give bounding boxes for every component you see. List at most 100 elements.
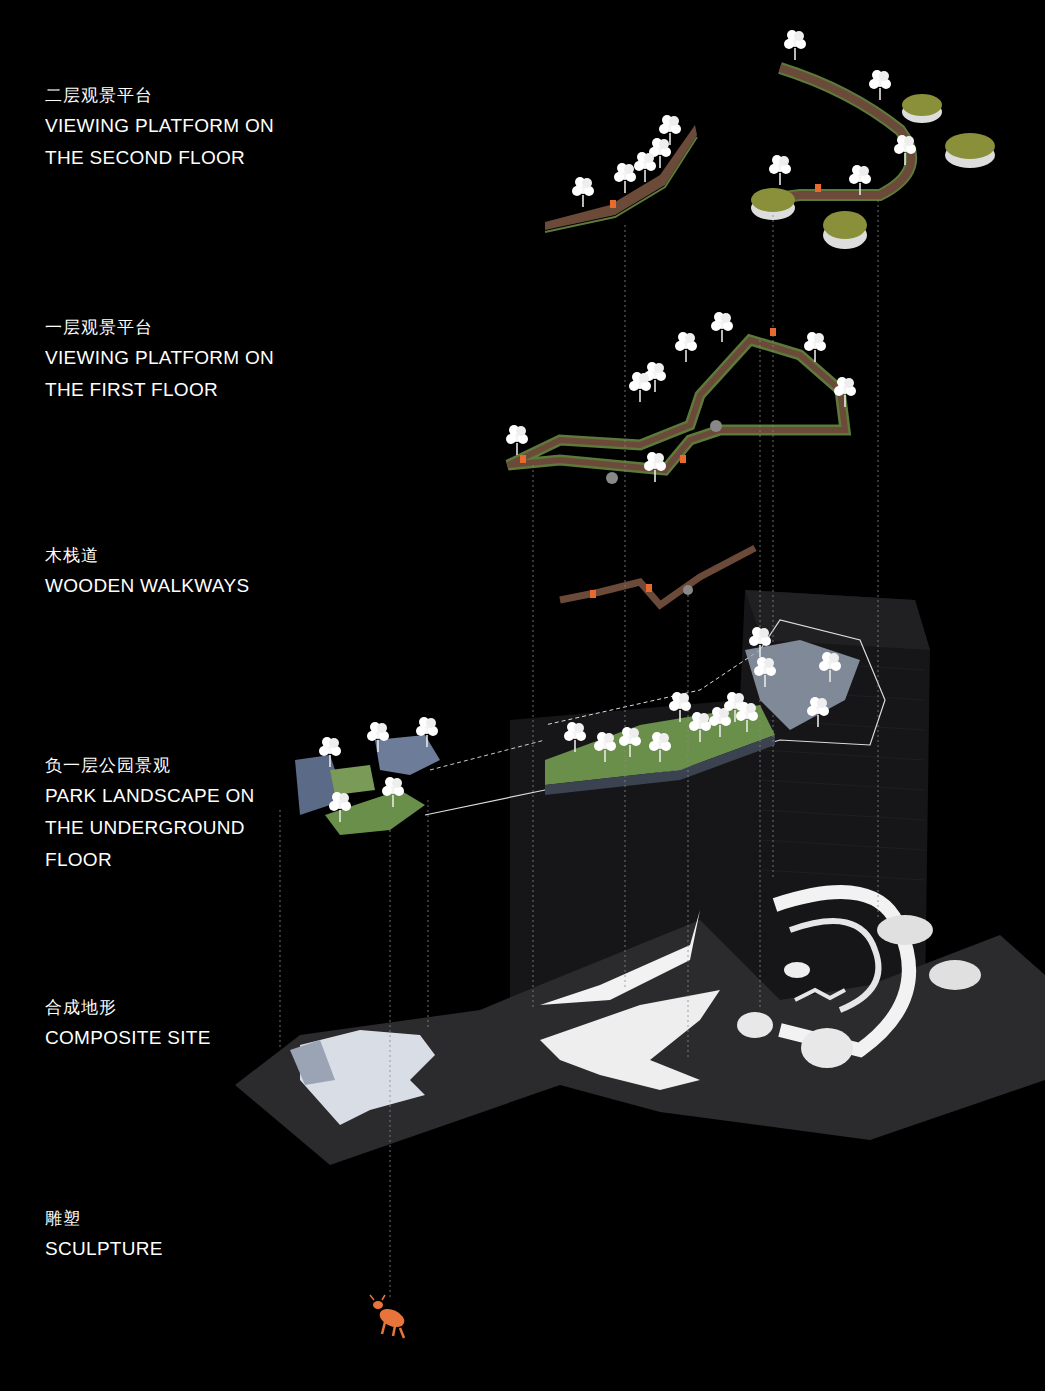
pavilion <box>606 472 618 484</box>
site-ring-path <box>775 892 909 1050</box>
tree <box>711 312 733 342</box>
bull-horns <box>370 1295 385 1300</box>
tree <box>634 152 656 182</box>
connecting-outline <box>430 740 545 770</box>
tree <box>594 732 616 762</box>
bull-body <box>377 1305 407 1330</box>
tree <box>416 717 438 747</box>
floor-line <box>762 870 925 880</box>
projection-line <box>688 595 689 1060</box>
site-disk <box>737 1012 773 1038</box>
projection-line <box>773 210 774 880</box>
park-block <box>325 790 425 835</box>
tree <box>784 30 806 60</box>
site-disk <box>877 915 933 945</box>
tree <box>754 657 776 687</box>
green-disk <box>945 133 995 159</box>
green-disk <box>751 188 795 212</box>
green-disk <box>902 94 942 116</box>
site-stair <box>290 1040 335 1085</box>
tree <box>769 155 791 185</box>
tree <box>869 70 891 100</box>
site-circle <box>784 962 810 978</box>
projection-lines <box>280 200 878 1300</box>
tree <box>749 627 771 657</box>
tree <box>675 332 697 362</box>
projection-line <box>390 830 391 1300</box>
site-ground <box>235 920 1045 1165</box>
layer-label-cn: 负一层公园景观 <box>45 750 270 782</box>
floor-line <box>762 840 925 850</box>
projection-line <box>625 225 626 990</box>
tree <box>367 722 389 752</box>
second-floor-platform <box>760 68 911 200</box>
platform-edge <box>545 137 697 232</box>
site-path <box>540 910 700 1005</box>
marker <box>815 184 821 192</box>
tree <box>807 697 829 727</box>
site-wave <box>795 990 845 1000</box>
layer-label-en: VIEWING PLATFORM ON THE SECOND FLOOR <box>45 110 295 174</box>
tree <box>834 377 856 407</box>
site-disk <box>801 1028 853 1068</box>
park-block <box>330 765 375 795</box>
layer-label-cn: 雕塑 <box>45 1203 295 1235</box>
bull-head <box>373 1301 383 1309</box>
projection-line <box>533 465 534 1010</box>
tree <box>894 135 916 165</box>
marker <box>590 590 596 598</box>
tree <box>644 452 666 482</box>
tree <box>819 652 841 682</box>
park-block <box>375 735 440 775</box>
projection-line <box>878 200 879 920</box>
projection-line <box>280 810 281 1050</box>
tree <box>572 177 594 207</box>
tree <box>669 692 691 722</box>
park-outline <box>425 620 885 815</box>
tree <box>614 163 636 193</box>
layer-label-en: COMPOSITE SITE <box>45 1022 295 1054</box>
layer-label-cn: 木栈道 <box>45 540 295 572</box>
tree <box>329 792 351 822</box>
tree <box>629 372 651 402</box>
floor-line <box>762 780 925 790</box>
green-disks <box>751 94 995 249</box>
bull-legs <box>382 1322 404 1338</box>
trees <box>319 30 916 822</box>
tree <box>804 332 826 362</box>
site-disk <box>929 960 981 990</box>
pavilion <box>683 585 693 595</box>
marker <box>646 584 652 592</box>
layer-label-en: SCULPTURE <box>45 1233 295 1265</box>
layer-label-cn: 一层观景平台 <box>45 312 295 344</box>
tree <box>382 777 404 807</box>
tree <box>619 727 641 757</box>
first-floor-platform-edge <box>508 340 845 470</box>
layer-label-en: PARK LANDSCAPE ON THE UNDERGROUND FLOOR <box>45 780 270 876</box>
green-disk <box>823 211 867 239</box>
projection-line <box>428 800 429 1030</box>
marker <box>520 455 526 463</box>
tree <box>506 425 528 455</box>
layer-label-en: VIEWING PLATFORM ON THE FIRST FLOOR <box>45 342 295 406</box>
marker <box>680 455 686 463</box>
wooden-walkway <box>560 548 755 605</box>
site-path <box>540 990 720 1090</box>
tree <box>849 165 871 195</box>
layer-label-cn: 二层观景平台 <box>45 80 295 112</box>
pavilion <box>710 420 722 432</box>
first-floor-platform <box>508 340 845 470</box>
tree <box>709 707 731 737</box>
park-slab <box>745 640 860 730</box>
bull-sculpture <box>370 1295 407 1338</box>
layer-label-en: WOODEN WALKWAYS <box>45 570 295 602</box>
second-floor-platform-edge <box>760 68 911 200</box>
floor-line <box>762 810 925 820</box>
tree <box>564 722 586 752</box>
tree <box>689 712 711 742</box>
tree <box>736 702 758 732</box>
tree <box>319 737 341 767</box>
tree <box>649 732 671 762</box>
